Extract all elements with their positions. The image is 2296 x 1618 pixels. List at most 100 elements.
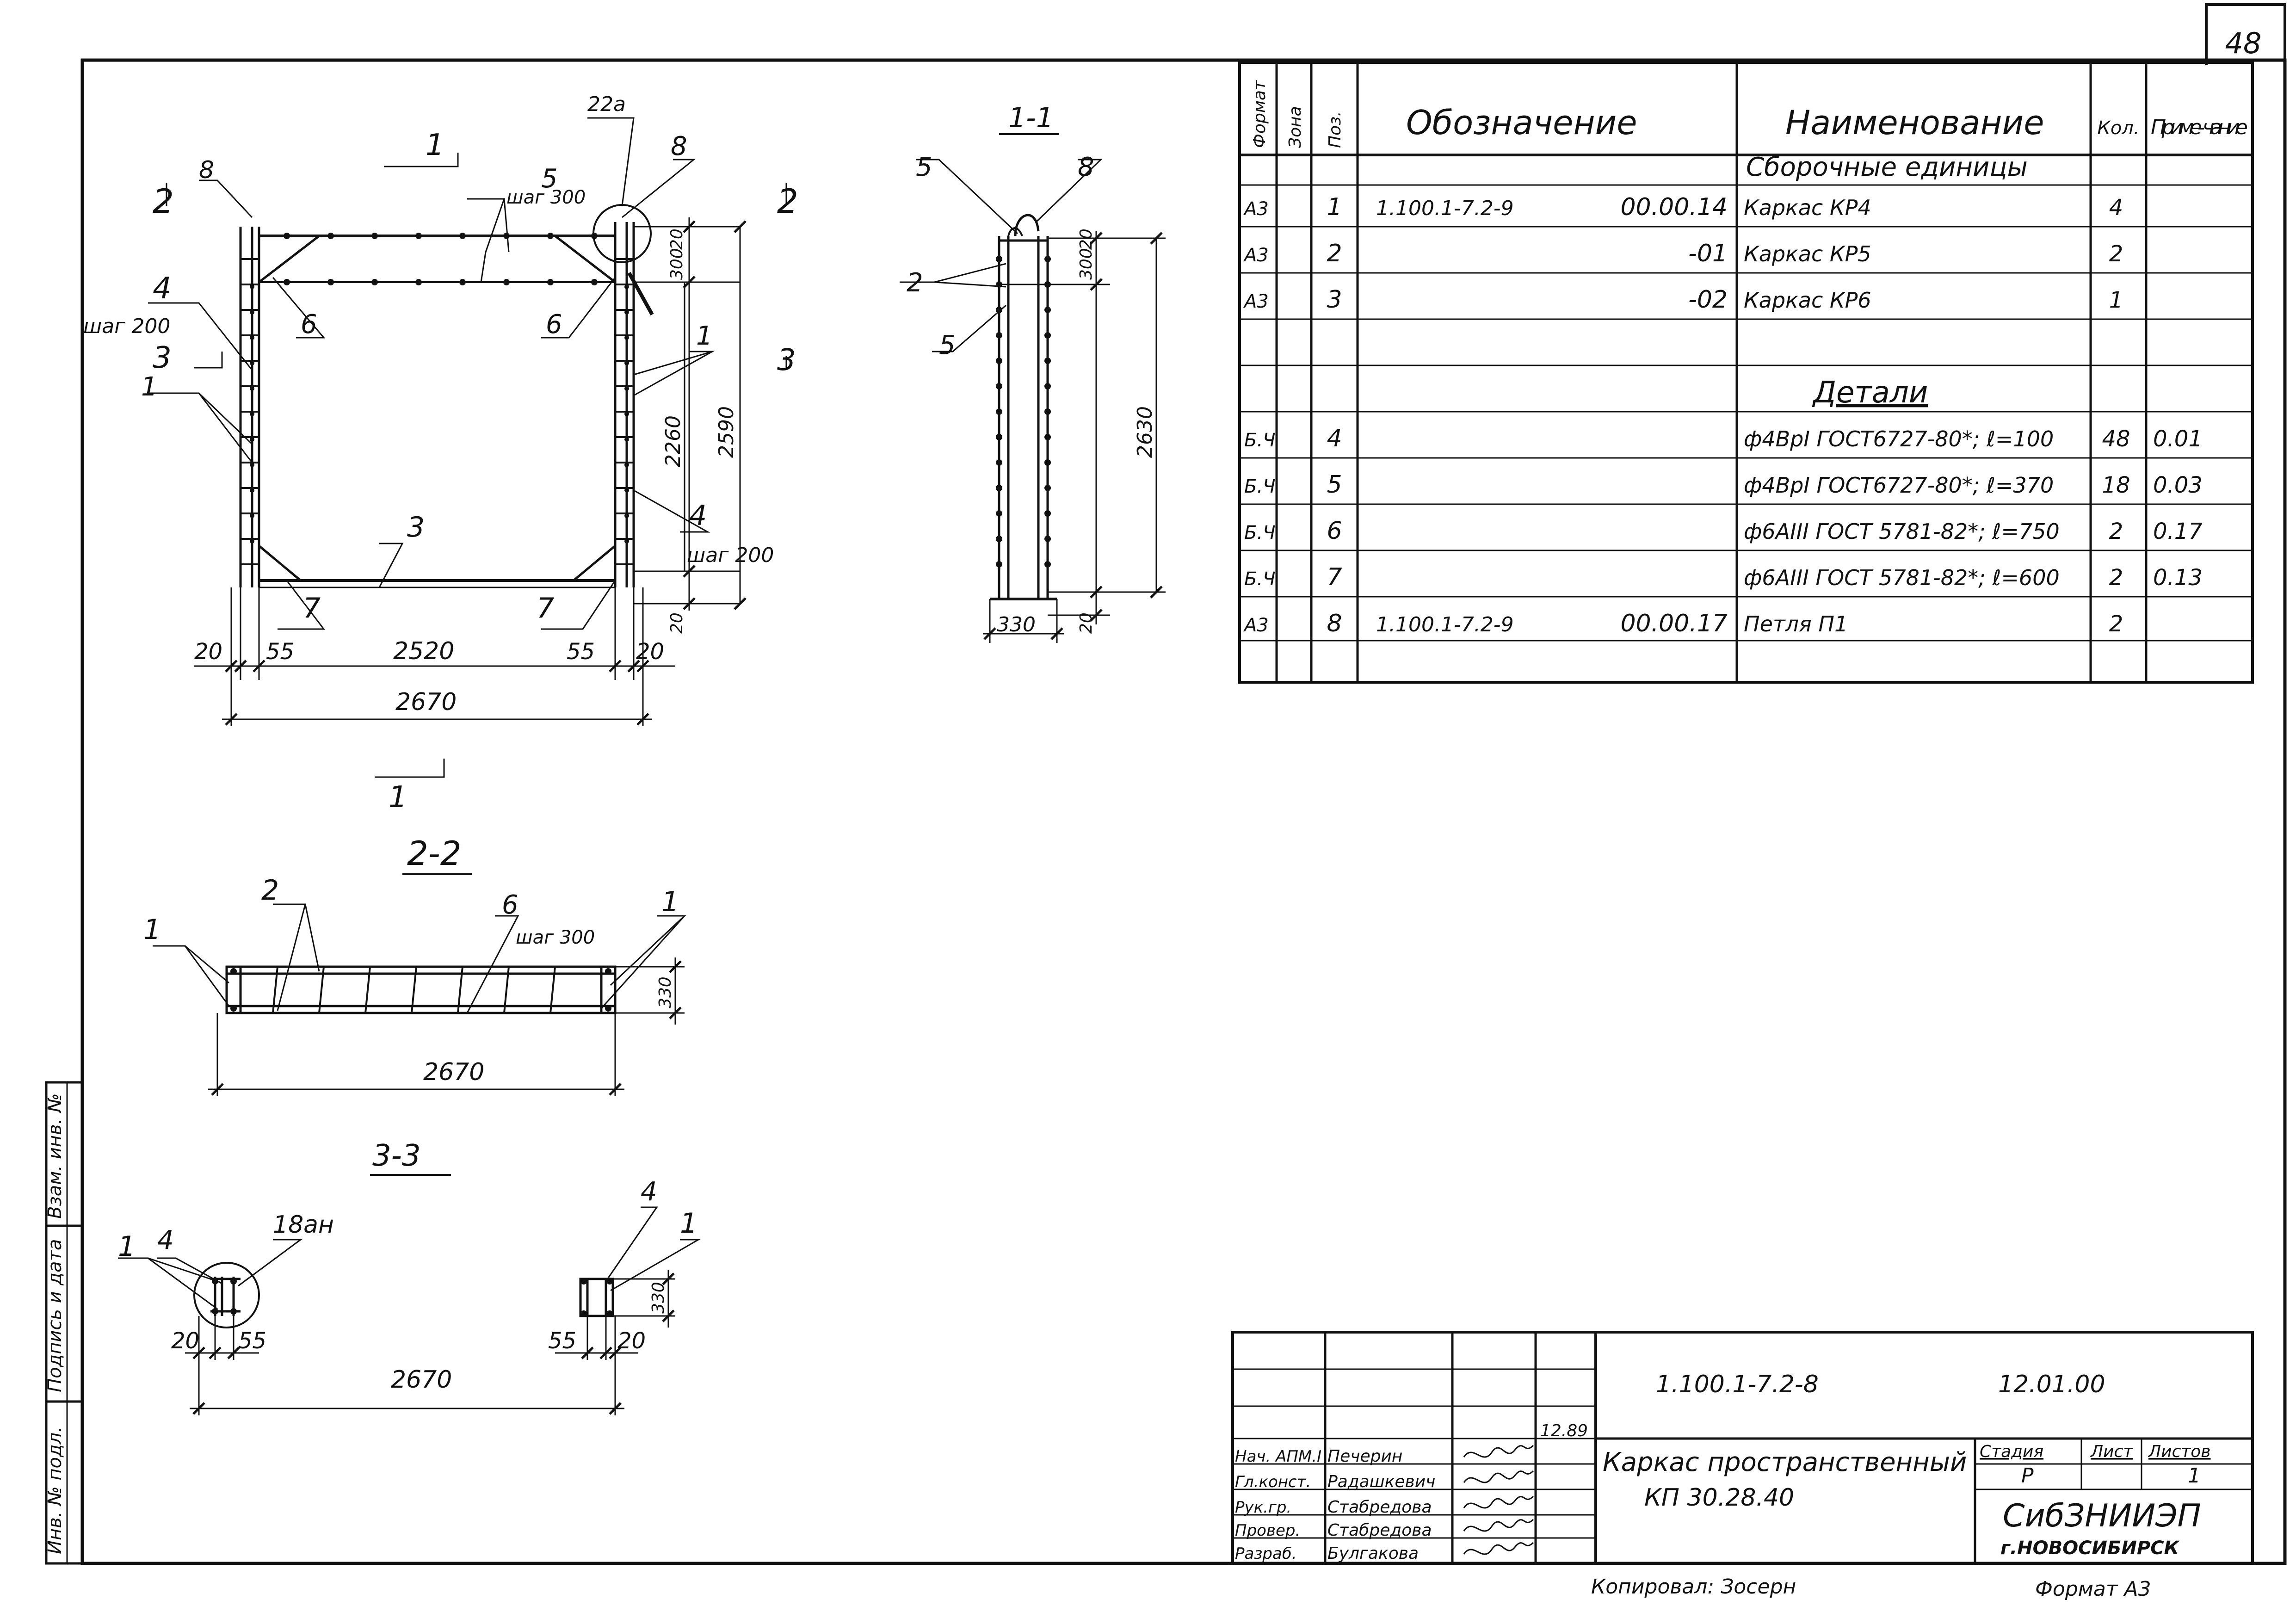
main-label-step300: шаг 300 [506, 187, 586, 208]
sec33-dim-330: 330 [649, 1282, 668, 1314]
spec-cell-qty: 18 [2102, 472, 2130, 498]
main-marker-1-bottom: 1 [389, 780, 407, 815]
rebar-dot [606, 1310, 613, 1317]
spec-cell-name: Каркас КР5 [1744, 241, 1871, 266]
sec11-dim-300: 300 [1077, 248, 1096, 280]
sec11-label-5-bottom: 5 [939, 330, 956, 360]
stamp-inv-no: Инв. № подл. [44, 1427, 66, 1554]
main-label-4: 4 [153, 272, 172, 306]
spec-cell-qty: 48 [2102, 426, 2130, 452]
main-dim-2520: 2520 [393, 637, 454, 665]
spec-table-headers: Формат Зона Поз. Обозначение Наименовани… [1250, 80, 2248, 410]
spec-cell-format: А3 [1243, 198, 1269, 220]
dimension-tick [227, 1346, 240, 1359]
dimension-tick [669, 1007, 682, 1019]
sec11-dim-20: 20 [1077, 228, 1096, 250]
rebar-dot [503, 279, 510, 285]
signature-name: Булгакова [1327, 1544, 1419, 1563]
rebar-dot [1044, 281, 1051, 288]
dimension-tick [192, 1346, 205, 1359]
rebar-dot [250, 513, 254, 518]
main-label-6-right: 6 [546, 309, 562, 340]
main-label-step200: шаг 200 [83, 315, 170, 338]
spec-table [1238, 61, 2254, 684]
rebar-dot [1044, 510, 1051, 517]
dimension-tick [662, 1309, 675, 1322]
rebar-dot [327, 279, 334, 285]
spec-cell-format: А3 [1243, 291, 1269, 312]
rebar-dot [212, 1278, 218, 1285]
rebar-dot [250, 488, 254, 493]
rebar-dot [1044, 459, 1051, 466]
main-label-1-right: 1 [696, 321, 713, 351]
header-pos: Поз. [1326, 111, 1345, 148]
rebar-dot [605, 968, 611, 975]
main-dim-55-left: 55 [266, 639, 294, 665]
title-date: 12.89 [1540, 1421, 1588, 1440]
rebar-dot [459, 279, 466, 285]
sec22-label-2: 2 [261, 874, 279, 907]
spec-cell-qty: 2 [2109, 241, 2123, 267]
dimension-tick [609, 1402, 622, 1415]
main-label-1-left: 1 [141, 372, 158, 402]
dimension-tick [662, 1272, 675, 1285]
rebar-dot [996, 332, 1002, 339]
rebar-dot [996, 281, 1002, 288]
rebar-dot [1044, 256, 1051, 262]
rebar-dot [230, 1005, 237, 1012]
main-label-3: 3 [407, 511, 425, 543]
rebar-dot [371, 233, 378, 239]
spec-cell-pos: 4 [1327, 425, 1342, 452]
footer-copied: Копировал: Зосерн [1591, 1575, 1796, 1599]
spec-cell-qty: 2 [2109, 519, 2123, 544]
sec22-label-step300: шаг 300 [516, 927, 595, 948]
sec11-dim-20-bottom: 20 [1077, 612, 1096, 634]
main-label-22a: 22а [587, 93, 626, 116]
main-marker-3-left: 3 [153, 341, 172, 375]
dimension-tick [1090, 609, 1103, 622]
main-dim-2670: 2670 [395, 688, 457, 716]
header-name: Наименование [1785, 103, 2044, 142]
header-note: Приме- чание [2151, 116, 2248, 139]
section-2-2 [153, 873, 686, 1096]
header-format: Формат [1250, 80, 1269, 148]
main-dim-20-bottom: 20 [667, 612, 686, 634]
transverse-bar [364, 966, 371, 1013]
rebar-dot [327, 233, 334, 239]
section-2-2-ticks [211, 960, 682, 1096]
rebar-dot [459, 233, 466, 239]
rebar-dot [250, 437, 254, 442]
spec-cell-designation: 1.100.1-7.2-9 [1376, 197, 1514, 220]
spec-cell-designation-code: -02 [1688, 286, 1728, 314]
rebar-dot [250, 310, 254, 315]
main-label-step200-right: шаг 200 [687, 543, 774, 567]
footer-format: Формат А3 [2035, 1577, 2151, 1601]
title-date-code: 12.01.00 [1998, 1371, 2105, 1398]
main-view-labels: 1 5 8 22а шаг 300 2 8 2 4 шаг 200 3 1 6 … [83, 93, 798, 815]
side-stamp: Инв. № подл. Подпись и дата Взам. инв. № [44, 1081, 84, 1565]
spec-cell-name: Каркас КР6 [1744, 288, 1871, 313]
rebar-dot [1044, 332, 1051, 339]
rebar-dot [230, 968, 237, 975]
rebar-dot [250, 335, 254, 340]
title-org: СибЗНИИЭП [2003, 1498, 2201, 1534]
spec-cell-format: Б.Ч [1244, 522, 1276, 543]
spec-cell-designation-code: 00.00.14 [1620, 193, 1728, 221]
transverse-bar [272, 966, 278, 1013]
rebar-dot [250, 284, 254, 289]
dimension-tick [581, 1346, 594, 1359]
rebar-dot [996, 408, 1002, 415]
rebar-dot [250, 463, 254, 467]
rebar-dot [415, 279, 422, 285]
rebar-dot [996, 358, 1002, 364]
rebar-dot [1044, 561, 1051, 568]
dimension-tick [983, 627, 996, 640]
handwritten-signature [1463, 1470, 1534, 1483]
